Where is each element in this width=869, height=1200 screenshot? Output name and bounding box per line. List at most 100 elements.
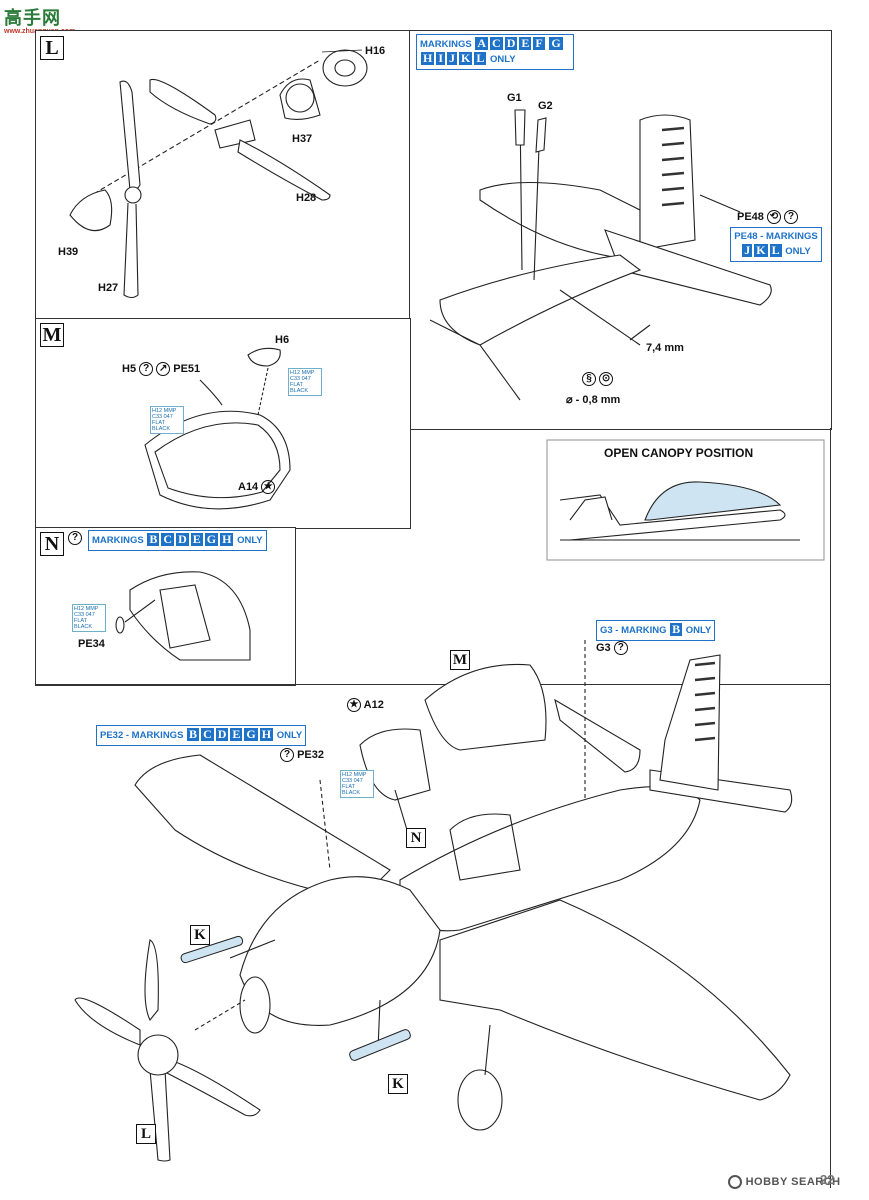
part-pe48: PE48 ⟲ ? [737, 210, 799, 224]
marking-letter: K [459, 51, 473, 65]
paint-code-1: H12 MMP [290, 370, 315, 376]
pe48-suffix: ONLY [785, 246, 811, 257]
part-pe32: ? PE32 [280, 748, 324, 762]
marking-letter: H [220, 532, 234, 546]
paint-name: FLAT BLACK [74, 618, 93, 630]
paint-code-1: H12 MMP [74, 606, 99, 612]
step-M-label: M [40, 323, 64, 347]
marking-letter: I [436, 51, 446, 65]
pe32-markings-label: PE32 - MARKINGS [100, 730, 184, 741]
part-h5: H5 [122, 362, 137, 375]
step-K-ref: K [190, 925, 210, 945]
paint-code-1: H12 MMP [342, 772, 367, 778]
step-L-ref: L [136, 1124, 156, 1144]
optional-icon: ? [139, 362, 154, 376]
marking-letter: J [447, 51, 458, 65]
paint-code-2: C33 047 [290, 376, 311, 382]
glue-icon: ★ [261, 480, 276, 494]
step-N-optional: ? [68, 531, 82, 545]
pe48-markings-label: PE48 - MARKINGS [734, 231, 818, 242]
part-h27: H27 [98, 282, 119, 294]
drill-icon: § [582, 372, 596, 386]
step-M-ref: M [450, 650, 470, 670]
marking-letter: D [215, 727, 229, 741]
g3-marking-label: G3 - MARKING [600, 625, 667, 636]
part-g3: G3 ? [596, 641, 628, 655]
paint-code-1: H12 MMP [152, 408, 177, 414]
step-N-suffix: ONLY [237, 535, 263, 546]
marking-letter: G [204, 532, 219, 546]
marking-letter: L [769, 243, 782, 257]
footer-brand-text: HOBBY SEARCH [745, 1175, 841, 1188]
marking-letter: C [161, 532, 175, 546]
part-a14: A14 ★ [238, 480, 276, 494]
paint-callout: H12 MMP C33 047 FLAT BLACK [288, 368, 322, 396]
optional-icon: ? [784, 210, 799, 224]
marking-letter: D [176, 532, 189, 546]
drill-icons: § ⊙ [582, 372, 614, 386]
paint-name: FLAT BLACK [152, 420, 171, 432]
marking-letter: J [742, 243, 753, 257]
part-pe48-text: PE48 [737, 210, 764, 223]
optional-icon: ? [613, 641, 628, 655]
part-a12: ★ A12 [347, 698, 384, 712]
part-h16: H16 [365, 45, 386, 57]
marking-letter: B [670, 622, 683, 636]
part-pe32-text: PE32 [297, 748, 324, 761]
part-h5-pe51: H5 ? ↗ PE51 [122, 362, 200, 376]
marking-letter: E [519, 36, 532, 50]
marking-letter: B [187, 727, 200, 741]
part-a12-text: A12 [363, 698, 384, 711]
part-pe34: PE34 [78, 638, 105, 650]
right-border [830, 428, 831, 1188]
marking-letter: B [147, 532, 160, 546]
paint-code-2: C33 047 [74, 612, 95, 618]
marking-letter: K [754, 243, 768, 257]
part-pe51: PE51 [173, 362, 201, 375]
step-K-ref: K [388, 1074, 408, 1094]
bend-icon: ⟲ [766, 210, 781, 224]
pe32-suffix: ONLY [276, 730, 303, 741]
watermark-logo-text: 高手网 [4, 8, 61, 28]
marking-letter: E [190, 532, 203, 546]
dimension-7-4mm: 7,4 mm [646, 342, 684, 354]
marking-letter: G [244, 727, 258, 741]
part-h39: H39 [58, 246, 79, 258]
paint-callout: H12 MMP C33 047 FLAT BLACK [340, 770, 374, 798]
part-h28: H28 [296, 192, 317, 204]
step-N-label: N [40, 532, 64, 556]
marking-letter: L [474, 51, 487, 65]
marking-letter: H [259, 727, 274, 741]
hobby-search-logo-icon [728, 1175, 742, 1189]
marking-letter: H [421, 51, 435, 65]
part-a14-text: A14 [238, 480, 259, 493]
page-number: 22 [820, 1172, 835, 1187]
step-N-ref: N [406, 828, 426, 848]
part-g3-text: G3 [596, 641, 611, 654]
paint-callout: H12 MMP C33 047 FLAT BLACK [150, 406, 184, 434]
optional-icon: ? [280, 748, 294, 762]
marking-letter: A [475, 36, 489, 50]
paint-name: FLAT BLACK [342, 784, 361, 796]
g3-suffix: ONLY [685, 625, 712, 636]
part-h37: H37 [292, 133, 313, 145]
optional-icon: ? [68, 531, 82, 545]
marking-letter: F [533, 36, 545, 50]
dimension-0-8mm: ⌀ - 0,8 mm [566, 394, 621, 406]
marking-letter: C [490, 36, 503, 50]
step-L-label: L [40, 36, 64, 60]
paint-code-2: C33 047 [342, 778, 363, 784]
marking-letter: G [549, 36, 563, 50]
part-g1: G1 [507, 92, 522, 104]
tail-markings-label: MARKINGS [420, 39, 472, 50]
open-canopy-title: OPEN CANOPY POSITION [604, 446, 754, 460]
paint-code-2: C33 047 [152, 414, 173, 420]
marking-letter: E [230, 727, 243, 741]
tail-markings-suffix: ONLY [490, 54, 516, 65]
main-divider [35, 684, 830, 685]
footer-brand: HOBBY SEARCH [728, 1175, 841, 1189]
